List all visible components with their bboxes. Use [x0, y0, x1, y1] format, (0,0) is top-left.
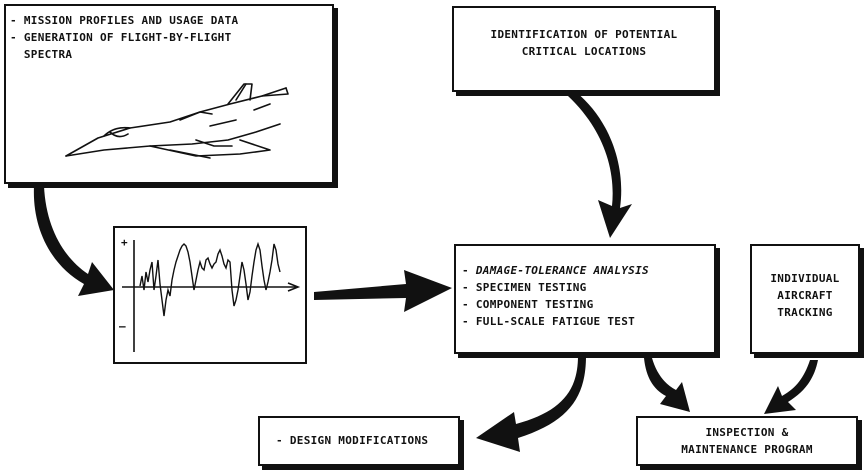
critical-locations-line-1: IDENTIFICATION OF POTENTIAL [490, 28, 678, 41]
arrow-critical-to-analysis [568, 92, 632, 238]
spectrum-trace [139, 241, 281, 317]
inspection-line-1: INSPECTION & [705, 426, 789, 439]
tracking-line-1: INDIVIDUAL [770, 272, 840, 285]
inspection-maintenance-box [636, 416, 858, 466]
analysis-item-1-prefix: - [462, 264, 476, 277]
spectrum-plus-label: + [121, 236, 128, 249]
fighter-jet-icon [65, 83, 289, 159]
tracking-line-2: AIRCRAFT [777, 289, 833, 302]
mission-profiles-line-2: - GENERATION OF FLIGHT-BY-FLIGHT [10, 31, 232, 44]
arrow-analysis-to-design [476, 356, 586, 452]
critical-locations-line-2: CRITICAL LOCATIONS [521, 45, 647, 58]
individual-aircraft-tracking-box [750, 244, 860, 354]
spectrum-minus-label: — [119, 320, 126, 333]
critical-locations-box [452, 6, 716, 92]
design-modifications-box [258, 416, 460, 466]
analysis-item-1-rest: ANALYSIS [586, 264, 649, 277]
load-spectrum-box [113, 226, 307, 364]
analysis-item-full-scale: - FULL-SCALE FATIGUE TEST [462, 315, 636, 328]
analysis-testing-box [454, 244, 716, 354]
analysis-item-damage-tolerance: - DAMAGE-TOLERANCE ANALYSIS [462, 264, 649, 278]
inspection-line-2: MAINTENANCE PROGRAM [681, 443, 813, 456]
analysis-item-1-emphasis: DAMAGE-TOLERANCE [475, 264, 587, 277]
arrow-mission-to-spectrum [33, 186, 114, 296]
analysis-item-specimen: - SPECIMEN TESTING [462, 281, 587, 294]
arrow-spectrum-to-analysis [314, 270, 452, 312]
load-spectrum-chart [122, 240, 301, 352]
design-modifications-text: - DESIGN MODIFICATIONS [276, 434, 429, 447]
arrow-analysis-to-inspection [644, 358, 690, 412]
arrow-tracking-to-inspection [764, 360, 818, 414]
analysis-item-component: - COMPONENT TESTING [462, 298, 594, 311]
mission-profiles-line-1: - MISSION PROFILES AND USAGE DATA [10, 14, 239, 27]
tracking-line-3: TRACKING [777, 306, 833, 319]
mission-profiles-line-3: SPECTRA [10, 48, 73, 61]
spectrum-axis-arrowhead [287, 282, 301, 292]
